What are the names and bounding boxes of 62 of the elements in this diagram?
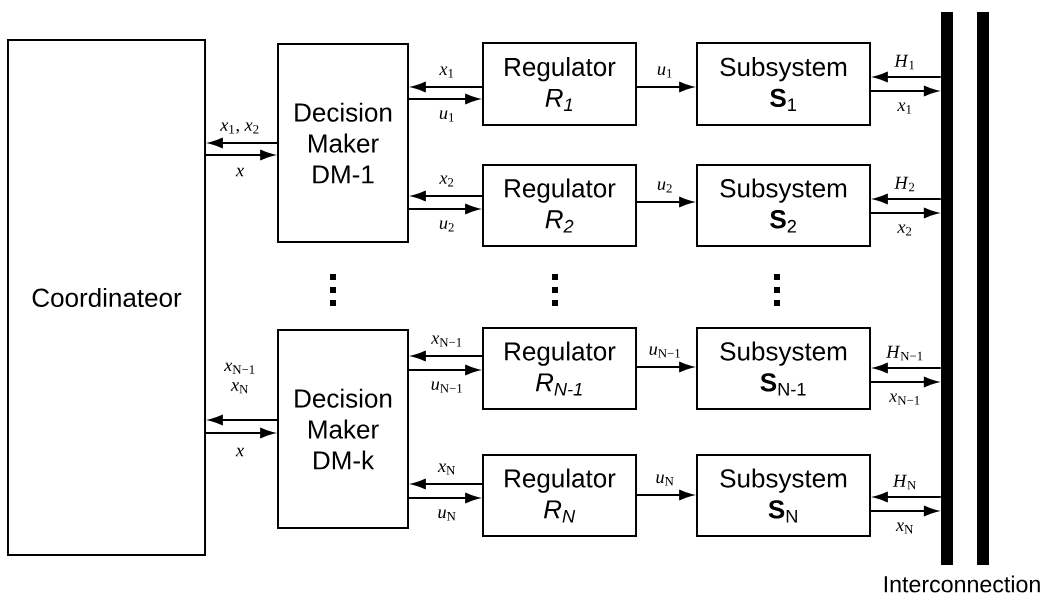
arrow [408, 204, 479, 214]
regulator-box: Regulator R$_{N-1}$ [482, 327, 637, 410]
edge-label: u$_{1}$ [437, 109, 457, 123]
edge-label: x$_{N−1}$ [887, 392, 923, 406]
arrow [408, 365, 479, 375]
edge-label: u$_{N}$ [436, 508, 458, 522]
arrow [870, 208, 938, 218]
arrow [874, 492, 942, 502]
regulator-box: Regulator R$_{1}$ [482, 42, 637, 126]
arrow [874, 72, 942, 82]
edge-label: x$_{1}$ [896, 101, 914, 115]
edge-label: x$_{N}$ [894, 521, 916, 535]
edge-label: u$_{N−1}$ [429, 380, 465, 394]
edge-label: H$_{N}$ [891, 473, 919, 491]
arrow [205, 150, 274, 160]
decision-maker-box: Decision Maker DM-k [277, 329, 409, 529]
arrow [408, 493, 479, 503]
arrow [412, 82, 483, 92]
subsystem-box: Subsystem S$_{2}$ [696, 164, 871, 247]
decision-maker-box: Decision Maker DM-1 [277, 43, 409, 243]
edge-label: u$_{N}$ [654, 473, 676, 487]
arrow [209, 138, 278, 148]
edge-label: u$_{2}$ [437, 219, 457, 233]
arrow [412, 351, 483, 361]
arrow [636, 197, 693, 207]
edge-label: x$_{1}$ [438, 65, 456, 79]
subsystem-box: Subsystem S$_{1}$ [696, 42, 871, 126]
edge-label: x$_{1}$, x$_{2}$ [218, 121, 262, 135]
edge-label: u$_{2}$ [655, 180, 675, 194]
interconnection-bar [977, 11, 989, 566]
edge-label: u$_{1}$ [655, 65, 675, 79]
arrow [870, 377, 938, 387]
subsystem-box: Subsystem S$_{N-1}$ [696, 327, 871, 410]
regulator-box: Regulator R$_{N}$ [482, 454, 637, 537]
edge-label: x$_{N}$ [436, 462, 458, 476]
edge-label: x$_{N−1}$ x$_{N}$ [212, 361, 268, 395]
edge-label: H$_{1}$ [893, 53, 917, 71]
edge-label: H$_{N−1}$ [884, 344, 926, 362]
arrow [870, 86, 938, 96]
coordinator-box: Coordinateor [7, 38, 206, 557]
arrow [412, 479, 483, 489]
interconnection-bar [941, 11, 953, 566]
edge-label: x [234, 446, 246, 458]
edge-label: x$_{2}$ [438, 174, 456, 188]
edge-label: H$_{2}$ [893, 175, 917, 193]
edge-label: x [234, 166, 246, 178]
arrow [209, 415, 278, 425]
bus-label: Interconnection [884, 575, 1040, 593]
edge-label: x$_{N−1}$ [429, 334, 465, 348]
arrow [636, 490, 693, 500]
arrow [408, 94, 479, 104]
edge-label: u$_{N−1}$ [647, 345, 683, 359]
subsystem-box: Subsystem S$_{N}$ [696, 454, 871, 537]
arrow [636, 82, 693, 92]
arrow [412, 191, 483, 201]
arrow [636, 362, 693, 372]
arrow [870, 506, 938, 516]
arrow [205, 428, 274, 438]
arrow [874, 363, 942, 373]
regulator-box: Regulator R$_{2}$ [482, 164, 637, 247]
arrow [874, 194, 942, 204]
edge-label: x$_{2}$ [896, 223, 914, 237]
